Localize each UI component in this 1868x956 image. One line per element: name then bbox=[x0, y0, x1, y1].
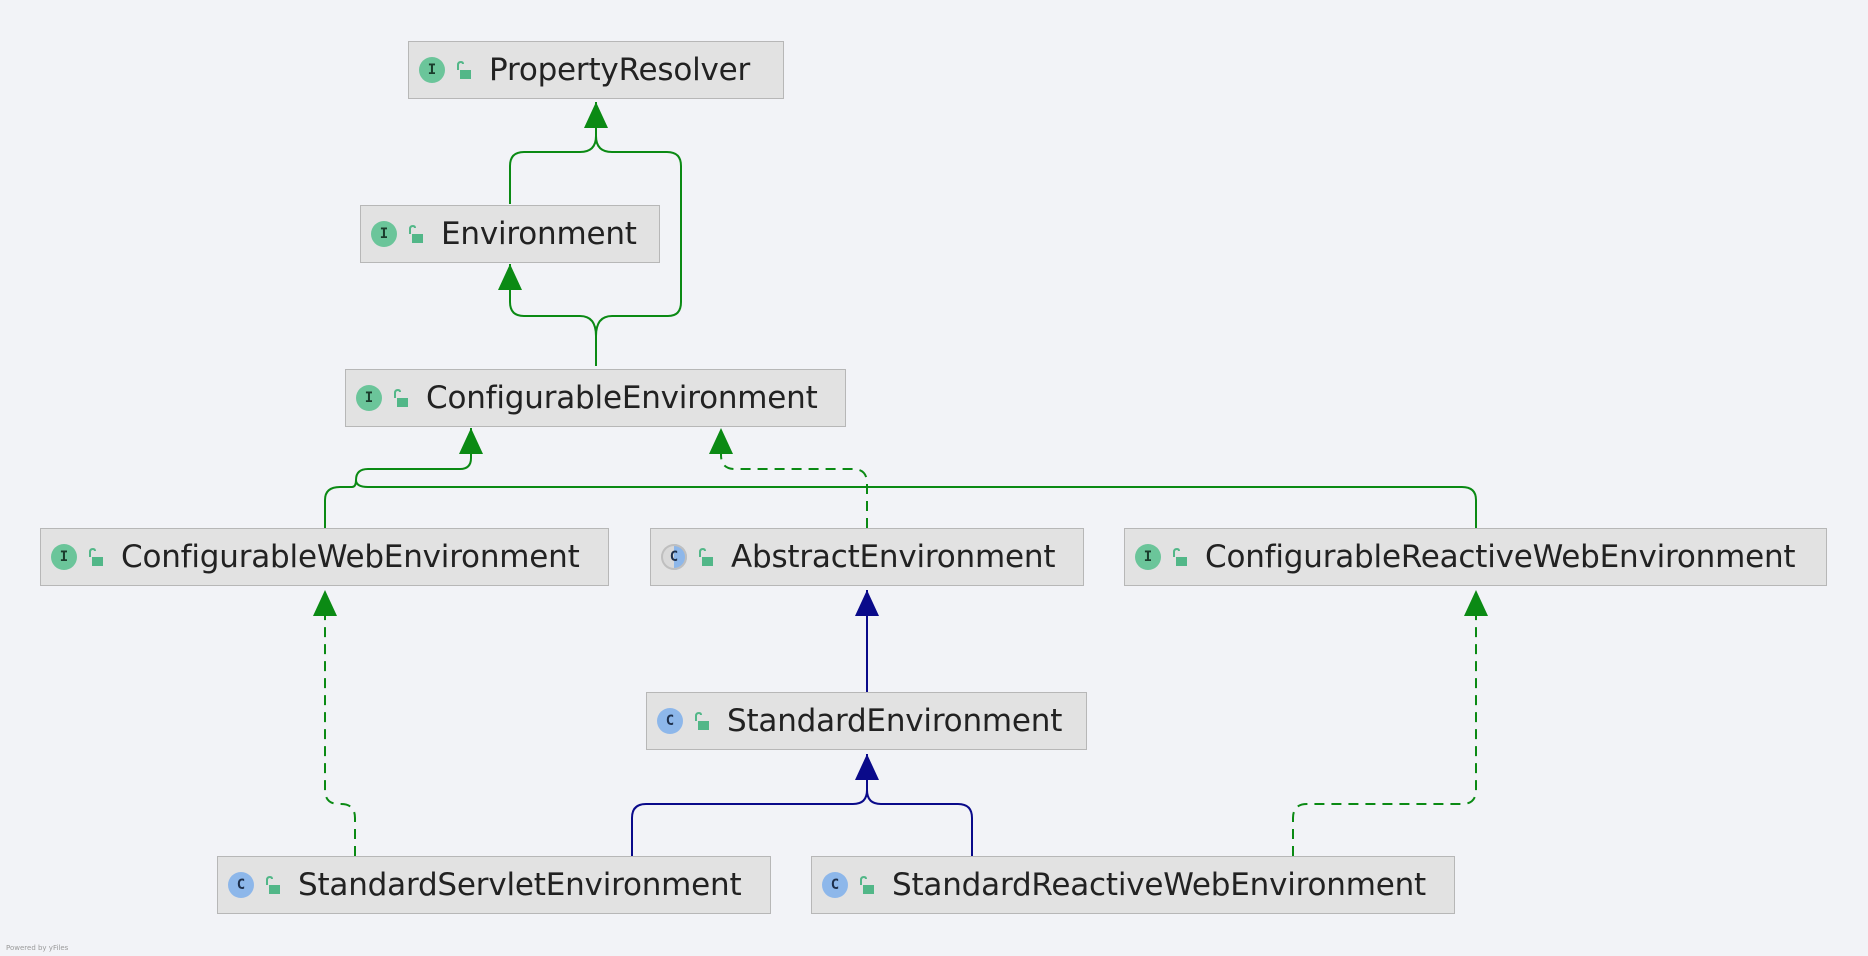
lock-icon bbox=[409, 225, 423, 243]
interface-icon: I bbox=[356, 385, 382, 411]
node-label: ConfigurableEnvironment bbox=[426, 380, 818, 416]
edge-configurable-reactive-web-environment-to-configurable-environment bbox=[355, 479, 1477, 528]
lock-icon bbox=[1173, 548, 1187, 566]
node-label: ConfigurableReactiveWebEnvironment bbox=[1205, 539, 1796, 575]
edge-environment-to-property-resolver bbox=[509, 102, 608, 204]
node-standard-servlet-environment[interactable]: C StandardServletEnvironment bbox=[217, 856, 771, 914]
edge-standard-reactive-web-environment-to-standard-environment bbox=[855, 754, 973, 856]
node-standard-environment[interactable]: C StandardEnvironment bbox=[646, 692, 1087, 750]
edge-standard-servlet-environment-to-configurable-web-environment bbox=[313, 590, 356, 856]
edge-configurable-environment-to-environment bbox=[498, 264, 597, 337]
credit-text: Powered by yFiles bbox=[6, 944, 69, 952]
node-standard-reactive-web-environment[interactable]: C StandardReactiveWebEnvironment bbox=[811, 856, 1455, 914]
interface-icon: I bbox=[1135, 544, 1161, 570]
edge-standard-reactive-web-environment-to-configurable-reactive-web-environment bbox=[1292, 590, 1488, 856]
lock-icon bbox=[457, 61, 471, 79]
interface-icon: I bbox=[51, 544, 77, 570]
lock-icon bbox=[695, 712, 709, 730]
lock-icon bbox=[266, 876, 280, 894]
edge-configurable-web-environment-to-configurable-environment bbox=[324, 428, 483, 528]
class-icon: C bbox=[657, 708, 683, 734]
node-label: StandardServletEnvironment bbox=[298, 867, 742, 903]
node-environment[interactable]: I Environment bbox=[360, 205, 660, 263]
node-abstract-environment[interactable]: C AbstractEnvironment bbox=[650, 528, 1084, 586]
node-configurable-reactive-web-environment[interactable]: I ConfigurableReactiveWebEnvironment bbox=[1124, 528, 1827, 586]
lock-icon bbox=[89, 548, 103, 566]
edge-configurable-environment-to-property-resolver bbox=[595, 135, 682, 366]
class-icon: C bbox=[228, 872, 254, 898]
lock-icon bbox=[699, 548, 713, 566]
node-label: Environment bbox=[441, 216, 637, 252]
node-label: StandardEnvironment bbox=[727, 703, 1063, 739]
node-configurable-environment[interactable]: I ConfigurableEnvironment bbox=[345, 369, 846, 427]
edge-standard-servlet-environment-to-standard-environment bbox=[631, 789, 868, 856]
interface-icon: I bbox=[371, 221, 397, 247]
node-label: PropertyResolver bbox=[489, 52, 751, 88]
edge-abstract-environment-to-configurable-environment bbox=[709, 428, 868, 528]
class-icon: C bbox=[822, 872, 848, 898]
node-configurable-web-environment[interactable]: I ConfigurableWebEnvironment bbox=[40, 528, 609, 586]
lock-icon bbox=[860, 876, 874, 894]
interface-icon: I bbox=[419, 57, 445, 83]
abstract-class-icon: C bbox=[661, 544, 687, 570]
node-property-resolver[interactable]: I PropertyResolver bbox=[408, 41, 784, 99]
node-label: StandardReactiveWebEnvironment bbox=[892, 867, 1427, 903]
node-label: ConfigurableWebEnvironment bbox=[121, 539, 580, 575]
node-label: AbstractEnvironment bbox=[731, 539, 1056, 575]
lock-icon bbox=[394, 389, 408, 407]
